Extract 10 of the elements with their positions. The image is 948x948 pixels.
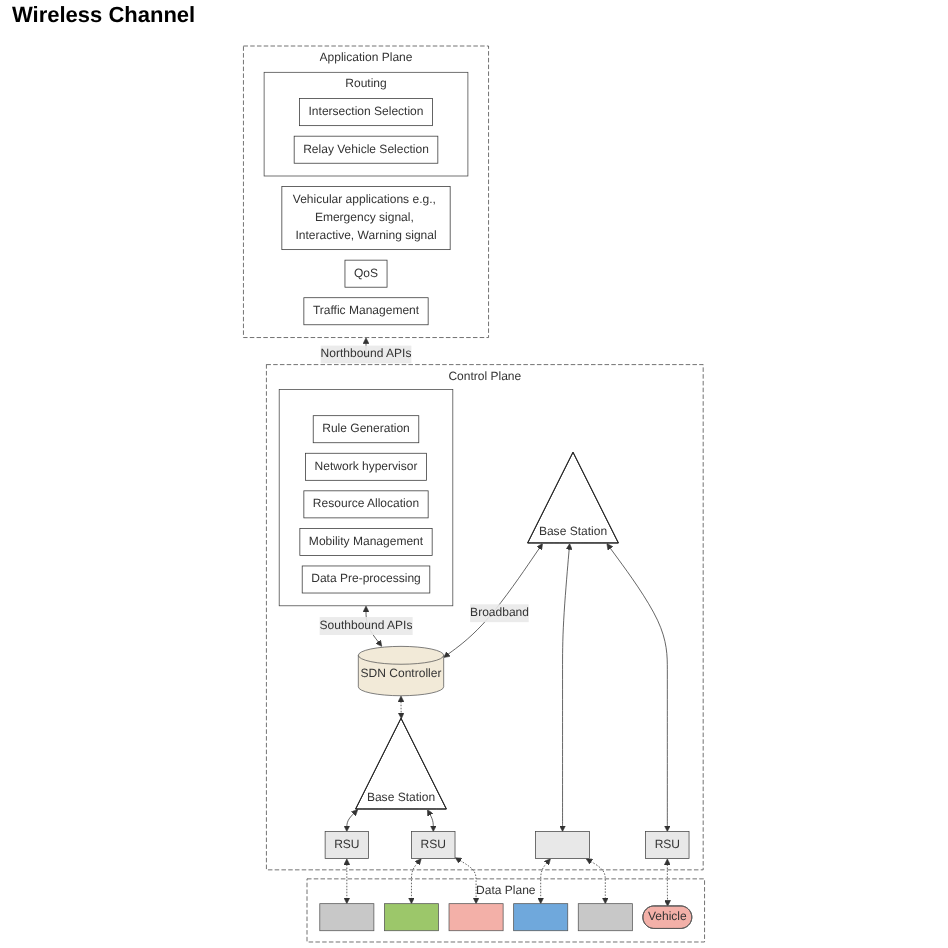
cluster xyxy=(278,389,454,607)
node-box xyxy=(513,903,569,932)
node-box xyxy=(319,903,375,932)
arrow xyxy=(427,809,437,832)
arrow xyxy=(397,695,405,719)
node-box xyxy=(384,903,439,932)
node-box xyxy=(535,831,590,859)
node-box xyxy=(577,903,633,932)
channel-label: Wireless Channel xyxy=(12,4,196,28)
node-box xyxy=(448,903,504,932)
